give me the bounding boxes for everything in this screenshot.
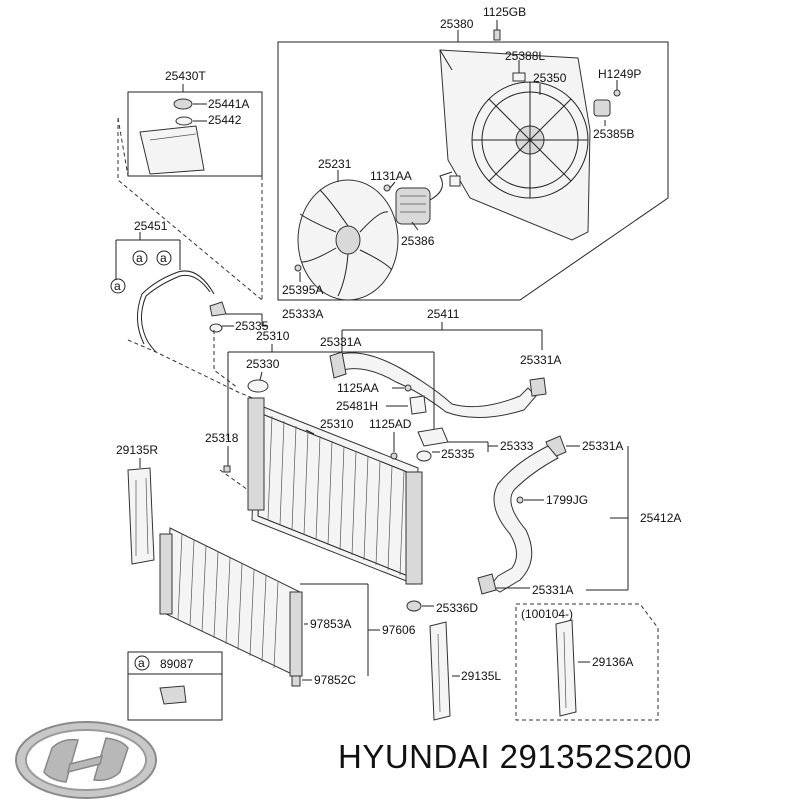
label-25330: 25330 (246, 357, 280, 371)
label-25430T: 25430T (165, 69, 206, 83)
svg-text:a: a (114, 279, 121, 293)
callout-a-4: a (134, 655, 150, 671)
label-25335-mid: 25335 (441, 447, 475, 461)
clip-89087 (159, 685, 187, 705)
fan-shroud (439, 49, 591, 241)
label-1125AA: 1125AA (337, 381, 379, 395)
bolt-1125GB (493, 29, 501, 41)
label-25335-top: 25335 (235, 319, 269, 333)
label-25331A-4: 25331A (532, 583, 573, 597)
overflow-hose (141, 274, 211, 353)
callout-a-3: a (110, 278, 126, 294)
label-100104: (100104-) (521, 607, 573, 621)
resistor-25385B (593, 99, 611, 117)
label-25331A-3: 25331A (582, 439, 623, 453)
label-25451: 25451 (134, 219, 168, 233)
label-1125AD: 1125AD (369, 417, 412, 431)
bolt-1125AA (404, 384, 412, 392)
callout-a-2: a (156, 250, 172, 266)
label-89087: 89087 (160, 657, 194, 671)
label-25350: 25350 (533, 71, 567, 85)
variant-box-100104 (515, 603, 659, 721)
brand-caption: HYUNDAI 291352S200 (338, 738, 692, 775)
clip-1799JG (516, 496, 524, 504)
label-29136A: 29136A (592, 655, 633, 669)
radiator-cap-25330 (247, 379, 269, 393)
label-97853A: 97853A (310, 617, 351, 631)
fan-assembly-frame (277, 41, 669, 301)
label-29135R: 29135R (116, 443, 158, 457)
screw-1131AA (383, 184, 391, 192)
receiver-97852C (291, 675, 301, 687)
svg-text:a: a (160, 251, 167, 265)
bracket-25481H (409, 395, 427, 415)
label-25442: 25442 (208, 113, 242, 127)
hose-clamp-25331A-lower-bottom (477, 573, 497, 595)
svg-text:a: a (138, 656, 145, 670)
label-25310-top: 25310 (256, 329, 290, 343)
part-25388L (512, 72, 526, 82)
clip-25335-top (209, 323, 223, 333)
bolt-1125AD (390, 452, 398, 460)
label-1125GB: 1125GB (483, 5, 526, 19)
label-25441A: 25441A (208, 97, 249, 111)
label-25331A-1: 25331A (320, 335, 361, 349)
bolt-H1249P (613, 89, 621, 97)
label-25386: 25386 (401, 234, 435, 248)
label-25412A: 25412A (640, 511, 681, 525)
label-25395A: 25395A (282, 283, 323, 297)
label-97852C: 97852C (314, 673, 356, 687)
label-25388L: 25388L (505, 49, 545, 63)
air-guard-29136A (555, 619, 577, 717)
clip-25335-mid (416, 450, 432, 462)
label-29135L: 29135L (461, 669, 501, 683)
upper-radiator-hose (333, 352, 537, 419)
hose-clamp-25331A-upper-right (529, 377, 547, 397)
cooling-fan (297, 179, 399, 301)
label-1131AA: 1131AA (370, 169, 412, 183)
label-25333: 25333 (500, 439, 534, 453)
radiator-core-25310 (247, 397, 423, 585)
part-25333A (209, 301, 227, 317)
label-25411: 25411 (427, 307, 460, 321)
part-25333 (417, 427, 449, 447)
air-guard-29135R (127, 467, 155, 565)
mount-25336D (406, 600, 422, 612)
clip-25395A (294, 264, 302, 272)
svg-text:a: a (136, 251, 143, 265)
label-25385B: 25385B (593, 127, 634, 141)
label-25333A: 25333A (282, 307, 323, 321)
label-25481H: 25481H (336, 399, 378, 413)
lower-radiator-hose (489, 445, 559, 593)
label-25336D: 25336D (436, 601, 478, 615)
label-25318: 25318 (205, 431, 239, 445)
drain-plug-25318 (223, 465, 231, 473)
coolant-reservoir (139, 98, 205, 175)
label-25231: 25231 (318, 157, 352, 171)
label-25331A-2: 25331A (520, 353, 561, 367)
air-guard-29135L (429, 621, 451, 721)
label-H1249P: H1249P (598, 67, 641, 81)
label-25310: 25310 (320, 417, 354, 431)
condenser-97606 (159, 527, 303, 677)
label-97606: 97606 (382, 623, 416, 637)
label-1799JG: 1799JG (546, 493, 588, 507)
label-25380: 25380 (440, 17, 474, 31)
hose-clamp-25331A-upper-left (329, 351, 347, 379)
hyundai-logo (15, 721, 157, 799)
callout-a-1: a (132, 250, 148, 266)
callout-box-89087 (127, 651, 223, 721)
